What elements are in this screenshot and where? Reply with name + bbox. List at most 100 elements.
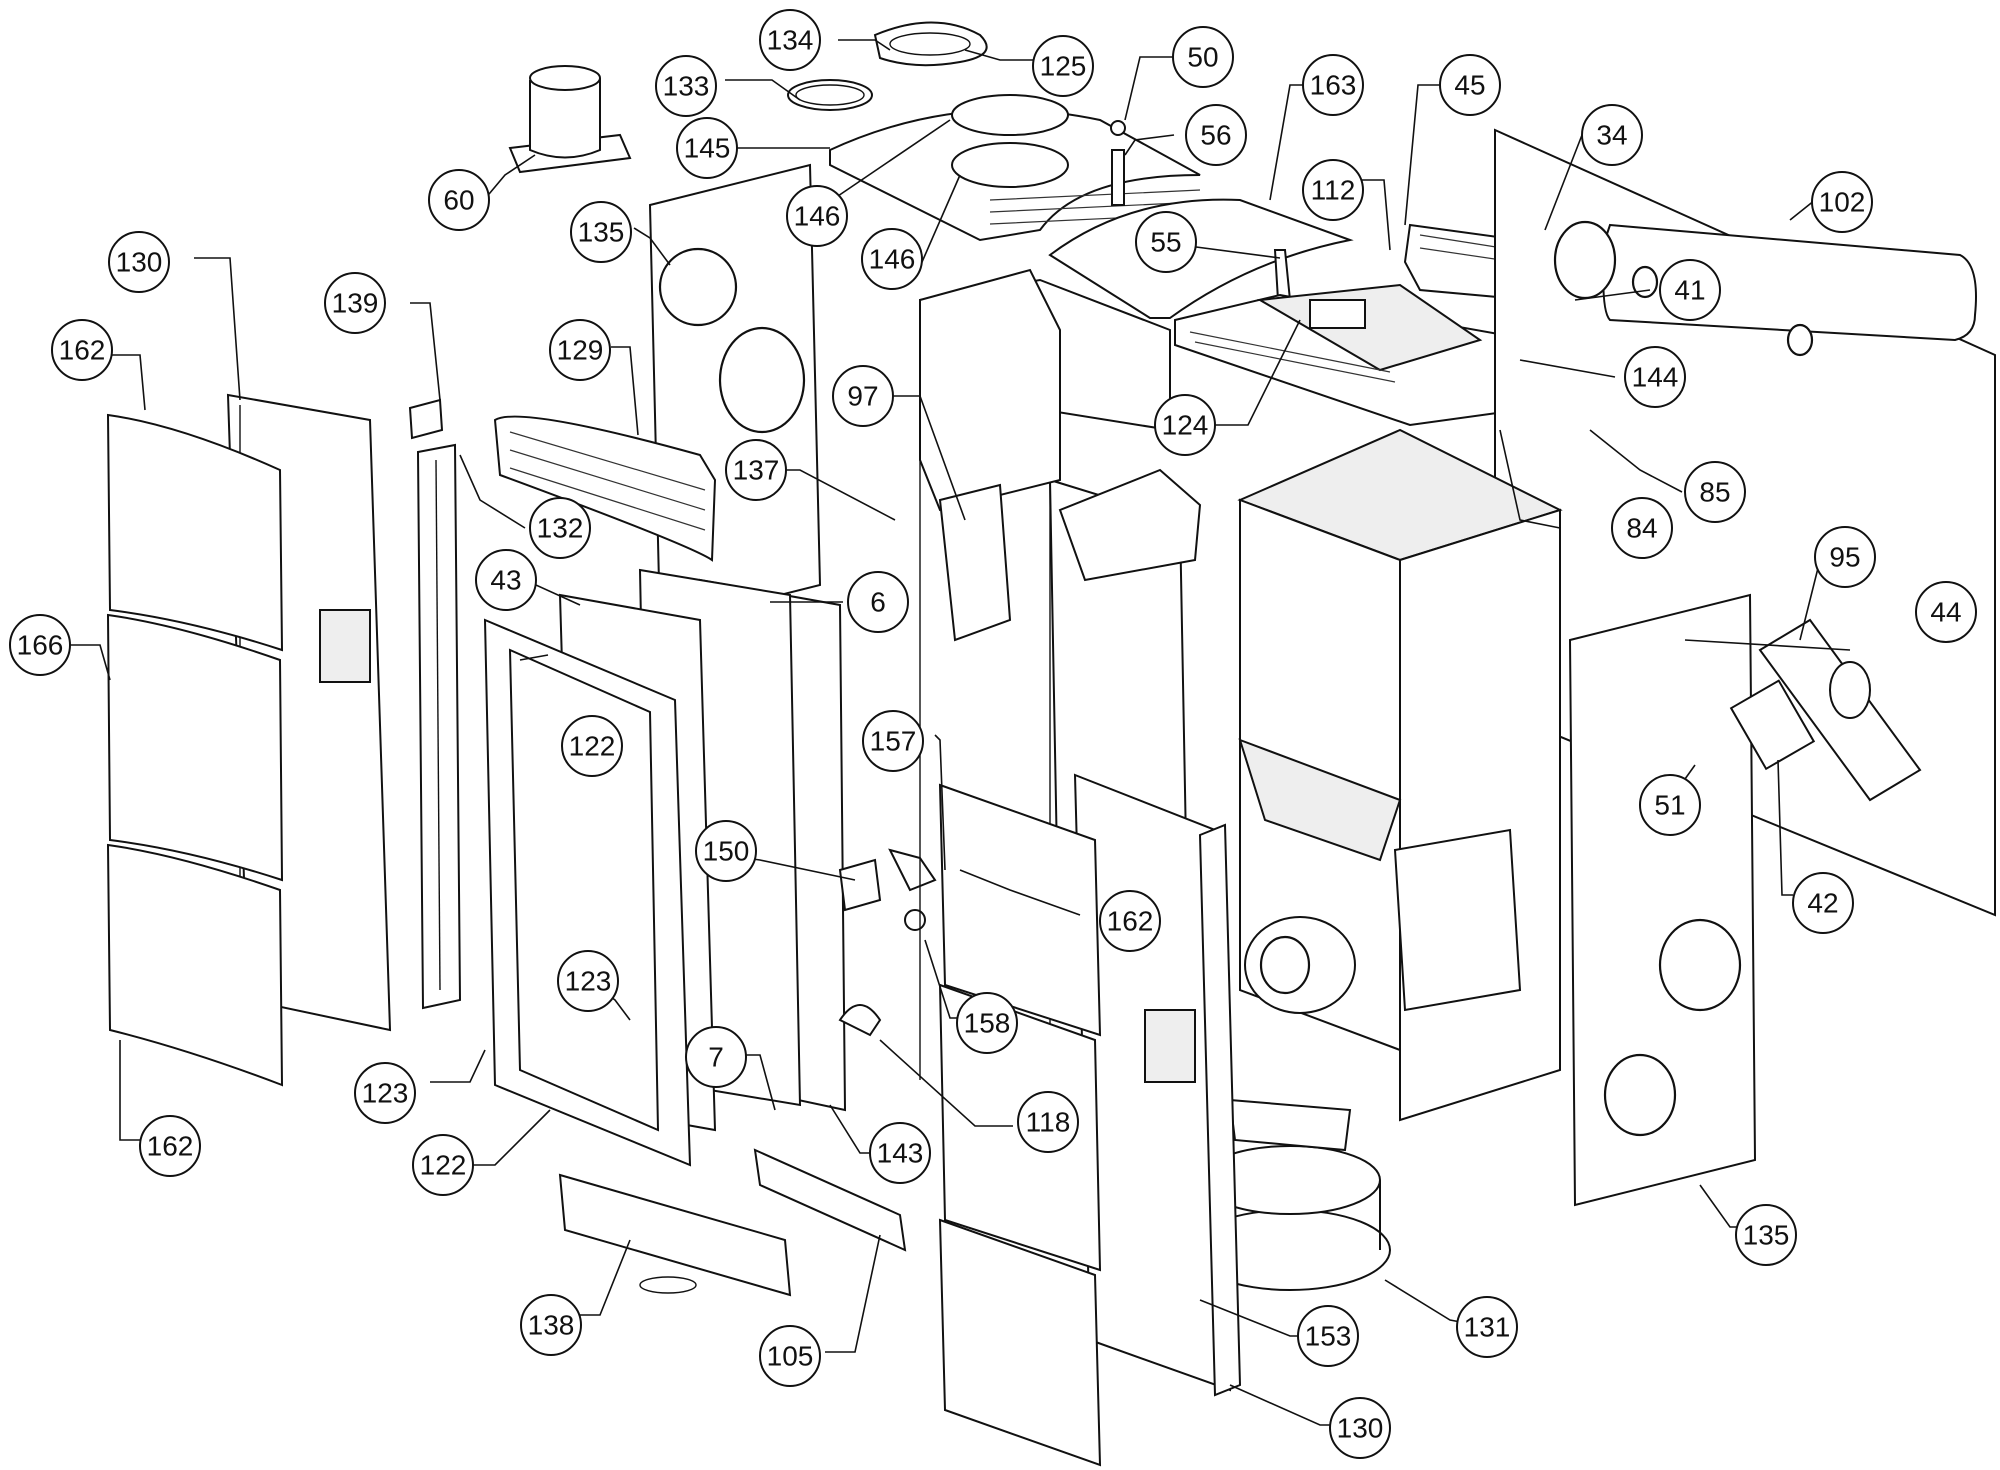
callout: 158 <box>956 992 1018 1054</box>
callout-label: 123 <box>565 966 612 997</box>
callout: 146 <box>786 185 848 247</box>
callout-label: 122 <box>569 731 616 762</box>
callout-label: 7 <box>708 1042 724 1073</box>
callout: 102 <box>1811 171 1873 233</box>
part-flue-collar <box>508 65 632 174</box>
callout-label: 146 <box>869 244 916 275</box>
callout: 60 <box>428 169 490 231</box>
part-bracket-strip <box>408 398 462 1010</box>
callout-label: 55 <box>1150 227 1181 258</box>
callout-label: 34 <box>1596 120 1627 151</box>
part-fan-duct <box>919 268 1061 642</box>
callout-label: 144 <box>1632 362 1679 393</box>
callout-label: 105 <box>767 1341 814 1372</box>
callout: 44 <box>1915 581 1977 643</box>
callout-label: 139 <box>332 288 379 319</box>
callout: 166 <box>9 614 71 676</box>
callout-label: 44 <box>1930 597 1961 628</box>
callout-label: 133 <box>663 71 710 102</box>
callout: 132 <box>529 497 591 559</box>
callout-label: 84 <box>1626 513 1657 544</box>
callout-label: 162 <box>147 1131 194 1162</box>
callout: 55 <box>1135 211 1197 273</box>
callout: 157 <box>862 710 924 772</box>
part-side-frame-right <box>1073 773 1242 1397</box>
callout-label: 130 <box>116 247 163 278</box>
callout-label: 129 <box>557 335 604 366</box>
callout: 133 <box>655 55 717 117</box>
callout: 50 <box>1172 26 1234 88</box>
callout-label: 56 <box>1200 120 1231 151</box>
callout-label: 125 <box>1040 51 1087 82</box>
callout-label: 131 <box>1464 1312 1511 1343</box>
callout-label: 158 <box>964 1008 1011 1039</box>
callout-label: 162 <box>59 335 106 366</box>
callout: 56 <box>1185 104 1247 166</box>
callout-label: 157 <box>870 726 917 757</box>
callout-label: 135 <box>1743 1220 1790 1251</box>
callout: 41 <box>1659 259 1721 321</box>
callout-label: 42 <box>1807 888 1838 919</box>
part-base-trims <box>558 1148 907 1297</box>
callout-label: 95 <box>1829 542 1860 573</box>
callout-label: 135 <box>578 217 625 248</box>
callout: 135 <box>570 201 632 263</box>
part-base-pan <box>1189 1098 1391 1291</box>
callout: 144 <box>1624 346 1686 408</box>
callout: 162 <box>139 1115 201 1177</box>
callout-label: 6 <box>870 587 886 618</box>
callout: 130 <box>1329 1397 1391 1459</box>
callout: 34 <box>1581 104 1643 166</box>
callout-label: 163 <box>1310 70 1357 101</box>
callout: 135 <box>1735 1204 1797 1266</box>
callout: 162 <box>51 319 113 381</box>
callout: 95 <box>1814 526 1876 588</box>
callout: 43 <box>475 549 537 611</box>
part-top-grille <box>493 415 717 562</box>
callout: 153 <box>1297 1305 1359 1367</box>
callout-label: 51 <box>1654 790 1685 821</box>
callout-label: 132 <box>537 513 584 544</box>
callout: 85 <box>1684 461 1746 523</box>
part-side-panel-right <box>1568 593 1757 1207</box>
callout: 123 <box>557 950 619 1012</box>
part-top-flange <box>787 21 988 111</box>
callout: 122 <box>412 1134 474 1196</box>
callout: 162 <box>1099 890 1161 952</box>
callout: 124 <box>1154 394 1216 456</box>
callout-label: 112 <box>1311 175 1356 206</box>
callout-label: 50 <box>1187 42 1218 73</box>
callout-label: 143 <box>877 1138 924 1169</box>
callout-label: 124 <box>1162 410 1209 441</box>
callout-label: 43 <box>490 565 521 596</box>
callout: 131 <box>1456 1296 1518 1358</box>
callout-label: 138 <box>528 1310 575 1341</box>
callouts: 134 125 50 163 45 34 133 56 145 60 112 1… <box>9 9 1977 1459</box>
parts-drawing <box>106 21 1996 1467</box>
callout: 138 <box>520 1294 582 1356</box>
callout: 139 <box>324 272 386 334</box>
callout-label: 85 <box>1699 477 1730 508</box>
part-hopper-lid-frame <box>1174 283 1562 427</box>
callout: 150 <box>695 820 757 882</box>
callout: 51 <box>1639 774 1701 836</box>
callout: 105 <box>759 1325 821 1387</box>
callout-label: 123 <box>362 1078 409 1109</box>
callout: 97 <box>832 365 894 427</box>
part-tiles-left <box>106 413 284 1087</box>
part-tiles-right <box>938 783 1102 1467</box>
callout: 118 <box>1017 1091 1079 1153</box>
callout: 130 <box>108 231 170 293</box>
callout-label: 122 <box>420 1150 467 1181</box>
part-top-lid <box>1048 198 1354 319</box>
part-door-latch <box>838 848 937 1037</box>
callout-label: 137 <box>733 455 780 486</box>
callout: 122 <box>561 715 623 777</box>
callout: 112 <box>1302 159 1364 221</box>
callout: 145 <box>676 117 738 179</box>
callout-label: 153 <box>1305 1321 1352 1352</box>
callout-label: 60 <box>443 185 474 216</box>
callout-label: 150 <box>703 836 750 867</box>
callout-label: 41 <box>1674 275 1705 306</box>
